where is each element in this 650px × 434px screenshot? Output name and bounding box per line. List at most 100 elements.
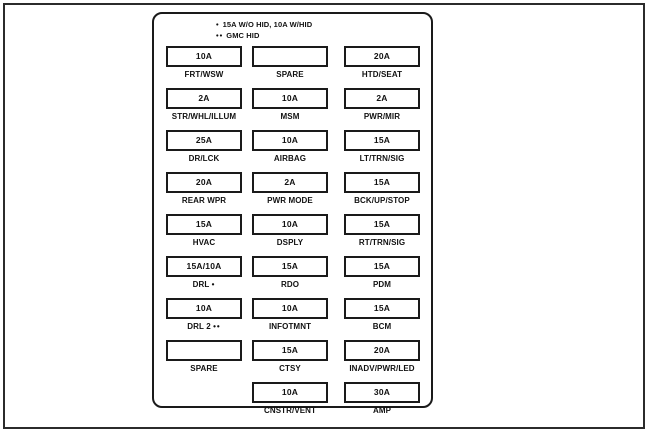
fuse-label-text: SPARE <box>190 364 218 373</box>
fuse-slot[interactable]: 2A <box>344 88 420 109</box>
fuse-cell[interactable]: 15A PDM <box>344 256 420 298</box>
fuse-cell[interactable]: 15A CTSY <box>252 340 328 382</box>
fuse-slot-empty[interactable] <box>166 340 242 361</box>
fuse-label: HTD/SEAT <box>344 70 420 80</box>
fuse-cell[interactable]: 20A REAR WPR <box>166 172 242 214</box>
fuse-label: BCM <box>344 322 420 332</box>
fuse-label: DRL • <box>166 280 242 290</box>
fuse-label-text: REAR WPR <box>181 196 227 205</box>
fuse-slot[interactable]: 15A/10A <box>166 256 242 277</box>
fuse-amperage: 10A <box>281 135 299 146</box>
fuse-cell[interactable]: 15A LT/TRN/SIG <box>344 130 420 172</box>
fuse-label: CNSTR/VENT <box>252 406 328 416</box>
fuse-slot[interactable]: 30A <box>344 382 420 403</box>
fuse-cell[interactable]: 10A CNSTR/VENT <box>252 382 328 424</box>
fuse-label: BCK/UP/STOP <box>344 196 420 206</box>
fuse-slot[interactable]: 10A <box>166 46 242 67</box>
fuse-footnote-marker: • <box>211 280 216 289</box>
fuse-label: RDO <box>252 280 328 290</box>
fuse-slot[interactable]: 10A <box>252 214 328 235</box>
fuse-cell[interactable]: 2A STR/WHL/ILLUM <box>166 88 242 130</box>
fuse-amperage: 10A <box>281 387 299 398</box>
fuse-label-text: PWR/MIR <box>363 112 401 121</box>
fuse-label: PWR/MIR <box>344 112 420 122</box>
fuse-slot[interactable]: 2A <box>252 172 328 193</box>
fuse-cell[interactable]: 15A BCK/UP/STOP <box>344 172 420 214</box>
fuse-slot[interactable]: 10A <box>252 130 328 151</box>
fuse-label: AIRBAG <box>252 154 328 164</box>
fuse-amperage: 2A <box>284 177 296 188</box>
fuse-slot[interactable]: 15A <box>344 214 420 235</box>
fuse-cell[interactable]: 10A AIRBAG <box>252 130 328 172</box>
fuse-slot[interactable]: 20A <box>166 172 242 193</box>
fuse-cell[interactable]: 15A HVAC <box>166 214 242 256</box>
fuse-amperage: 10A <box>281 219 299 230</box>
fuse-slot[interactable]: 15A <box>252 340 328 361</box>
fuse-label-text: RDO <box>280 280 300 289</box>
fuse-cell[interactable]: 15A/10A DRL • <box>166 256 242 298</box>
fuse-label-text: STR/WHL/ILLUM <box>171 112 237 121</box>
fuse-cell[interactable]: SPARE <box>166 340 242 382</box>
fuse-label-text: DR/LCK <box>188 154 220 163</box>
fuse-cell[interactable]: 2A PWR/MIR <box>344 88 420 130</box>
fuse-cell[interactable]: 25A DR/LCK <box>166 130 242 172</box>
fuse-slot[interactable]: 15A <box>344 256 420 277</box>
fuse-slot[interactable]: 10A <box>252 382 328 403</box>
fuse-label-text: HVAC <box>192 238 216 247</box>
fuse-label: PDM <box>344 280 420 290</box>
fuse-cell[interactable]: 10A MSM <box>252 88 328 130</box>
fuse-cell[interactable]: 20A HTD/SEAT <box>344 46 420 88</box>
fuse-column-3: 20A HTD/SEAT 2A PWR/MIR 15A LT/TRN/SIG 15A BCK/… <box>344 46 420 424</box>
fuse-slot[interactable]: 20A <box>344 46 420 67</box>
fuse-amperage: 30A <box>373 387 391 398</box>
fuse-label: INADV/PWR/LED <box>344 364 420 374</box>
fuse-label-text: DRL <box>192 280 210 289</box>
fuse-amperage: 15A <box>373 177 391 188</box>
fuse-slot[interactable]: 20A <box>344 340 420 361</box>
fuse-slot[interactable]: 15A <box>166 214 242 235</box>
fuse-slot[interactable]: 25A <box>166 130 242 151</box>
fuse-amperage: 15A <box>373 261 391 272</box>
fuse-amperage: 15A <box>373 219 391 230</box>
fuse-slot[interactable]: 15A <box>344 130 420 151</box>
fuse-cell[interactable]: 15A BCM <box>344 298 420 340</box>
legend-note: ••GMC HID <box>216 31 416 42</box>
fuse-amperage: 20A <box>373 51 391 62</box>
fuse-label-text: SPARE <box>276 70 304 79</box>
fuse-amperage: 15A/10A <box>186 261 222 272</box>
fuse-amperage: 15A <box>281 261 299 272</box>
fuse-slot-empty[interactable] <box>252 46 328 67</box>
fuse-label: MSM <box>252 112 328 122</box>
fuse-amperage: 10A <box>281 303 299 314</box>
fuse-cell[interactable]: 10A FRT/WSW <box>166 46 242 88</box>
fuse-amperage: 25A <box>195 135 213 146</box>
fuse-slot[interactable]: 10A <box>252 298 328 319</box>
fuse-cell[interactable]: SPARE <box>252 46 328 88</box>
legend-note: •15A W/O HID, 10A W/HID <box>216 20 416 31</box>
fuse-amperage: 20A <box>373 345 391 356</box>
fuse-amperage: 15A <box>373 135 391 146</box>
fuse-slot[interactable]: 15A <box>344 172 420 193</box>
fuse-label: LT/TRN/SIG <box>344 154 420 164</box>
fuse-cell[interactable]: 20A INADV/PWR/LED <box>344 340 420 382</box>
fuse-cell[interactable]: 15A RDO <box>252 256 328 298</box>
fuse-slot[interactable]: 2A <box>166 88 242 109</box>
fuse-label: FRT/WSW <box>166 70 242 80</box>
fuse-label: CTSY <box>252 364 328 374</box>
fuse-slot[interactable]: 15A <box>344 298 420 319</box>
fuse-slot[interactable]: 10A <box>252 88 328 109</box>
fuse-slot[interactable]: 10A <box>166 298 242 319</box>
fuse-label-text: FRT/WSW <box>184 70 224 79</box>
fuse-slot[interactable]: 15A <box>252 256 328 277</box>
legend-note-text: 15A W/O HID, 10A W/HID <box>222 20 313 29</box>
fuse-label-text: BCK/UP/STOP <box>354 196 410 205</box>
fuse-amperage: 2A <box>198 93 210 104</box>
